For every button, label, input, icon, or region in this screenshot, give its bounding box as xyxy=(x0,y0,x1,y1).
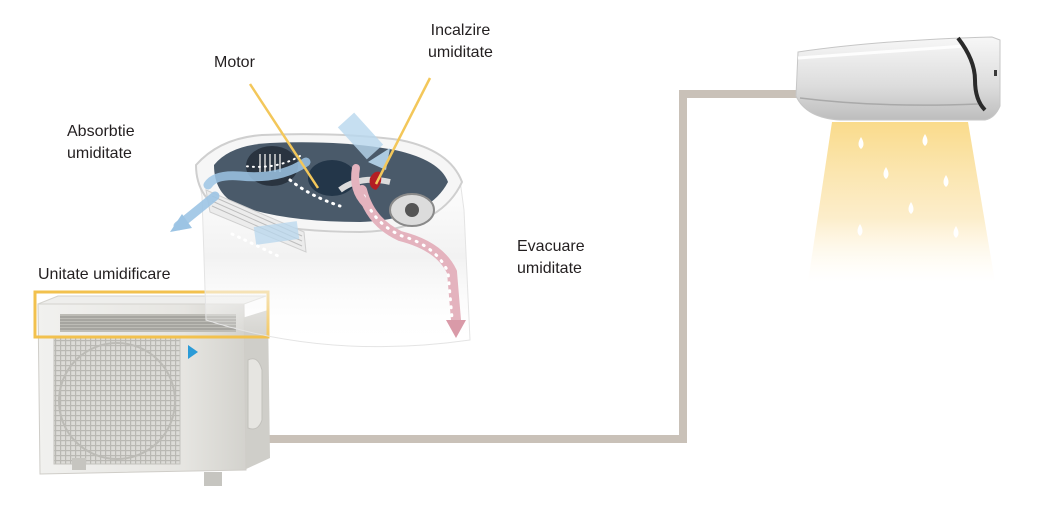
water-drop-icon xyxy=(953,226,959,238)
motor-callout-line xyxy=(248,83,320,189)
water-drop-icon xyxy=(858,137,864,149)
humidifier-module-cutaway xyxy=(194,133,471,348)
brand-logo-icon xyxy=(188,345,198,359)
refrigerant-pipe xyxy=(268,90,800,443)
absorption-label-line2: umiditate xyxy=(67,145,132,162)
exhaust-arrow-icon xyxy=(446,320,466,338)
water-drops xyxy=(857,134,959,238)
water-drop-icon xyxy=(883,167,889,179)
intake-airflow xyxy=(170,112,390,260)
motor-label: Motor xyxy=(214,54,255,71)
absorption-label-line1: Absorbtie xyxy=(67,123,135,140)
exhaust-airflow xyxy=(351,164,466,338)
water-drop-icon xyxy=(922,134,928,146)
heater-element xyxy=(369,171,382,190)
water-drop-icon xyxy=(943,175,949,187)
humidifier-unit-label: Unitate umidificare xyxy=(38,266,171,283)
heating-label-line2: umiditate xyxy=(428,44,493,61)
evacuation-label-line2: umiditate xyxy=(517,260,582,277)
evacuation-label: Evacuare umiditate xyxy=(517,236,585,280)
indoor-unit xyxy=(795,36,1001,121)
evacuation-label-line1: Evacuare xyxy=(517,238,585,255)
absorption-label: Absorbtie umiditate xyxy=(67,121,135,165)
water-drop-icon xyxy=(908,202,914,214)
heating-label: Incalzire umiditate xyxy=(428,20,493,64)
heating-callout-line xyxy=(374,77,432,185)
heating-label-line1: Incalzire xyxy=(430,22,491,39)
water-drop-icon xyxy=(857,224,863,236)
humidified-air-glow xyxy=(808,122,995,282)
